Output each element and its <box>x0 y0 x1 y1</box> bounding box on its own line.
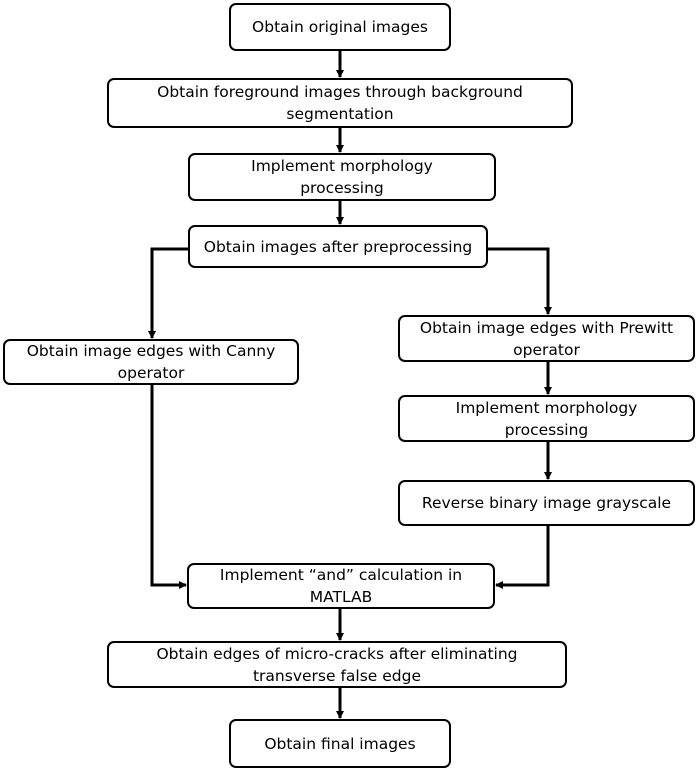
node-label: Implement morphology processing <box>455 398 638 439</box>
node-label: Obtain final images <box>264 734 416 753</box>
arrow-reverse-to-and <box>495 525 550 589</box>
arrow-preprocessing-to-canny <box>148 247 190 339</box>
node-reverse-grayscale: Reverse binary image grayscale <box>398 480 695 526</box>
node-label: Obtain images after preprocessing <box>203 237 473 256</box>
node-obtain-final-images: Obtain final images <box>229 719 451 768</box>
node-and-calculation: Implement “and” calculation in MATLAB <box>187 563 495 609</box>
node-label: Obtain foreground images through backgro… <box>157 83 523 123</box>
node-label: Implement “and” calculation in MATLAB <box>219 566 463 606</box>
node-label: Obtain image edges with Canny operator <box>26 342 276 382</box>
arrow-preprocessing-to-prewitt <box>487 247 552 315</box>
node-label: Reverse binary image grayscale <box>421 494 672 512</box>
node-images-after-preprocessing: Obtain images after preprocessing <box>188 225 488 268</box>
node-micro-cracks-edges: Obtain edges of micro-cracks after elimi… <box>107 641 567 688</box>
node-label: Implement morphology processing <box>251 157 433 197</box>
node-canny-edges: Obtain image edges with Canny operator <box>3 339 299 385</box>
node-label: Obtain image edges with Prewitt operator <box>419 318 674 359</box>
node-morphology-processing-1: Implement morphology processing <box>188 153 496 201</box>
node-label: Obtain edges of micro-cracks after elimi… <box>156 644 518 685</box>
node-obtain-original-images: Obtain original images <box>229 3 451 51</box>
node-foreground-segmentation: Obtain foreground images through backgro… <box>107 78 573 128</box>
arrow-canny-to-and <box>150 384 187 589</box>
node-label: Obtain original images <box>252 18 428 36</box>
node-prewitt-edges: Obtain image edges with Prewitt operator <box>398 315 695 362</box>
node-morphology-processing-2: Implement morphology processing <box>398 395 695 442</box>
